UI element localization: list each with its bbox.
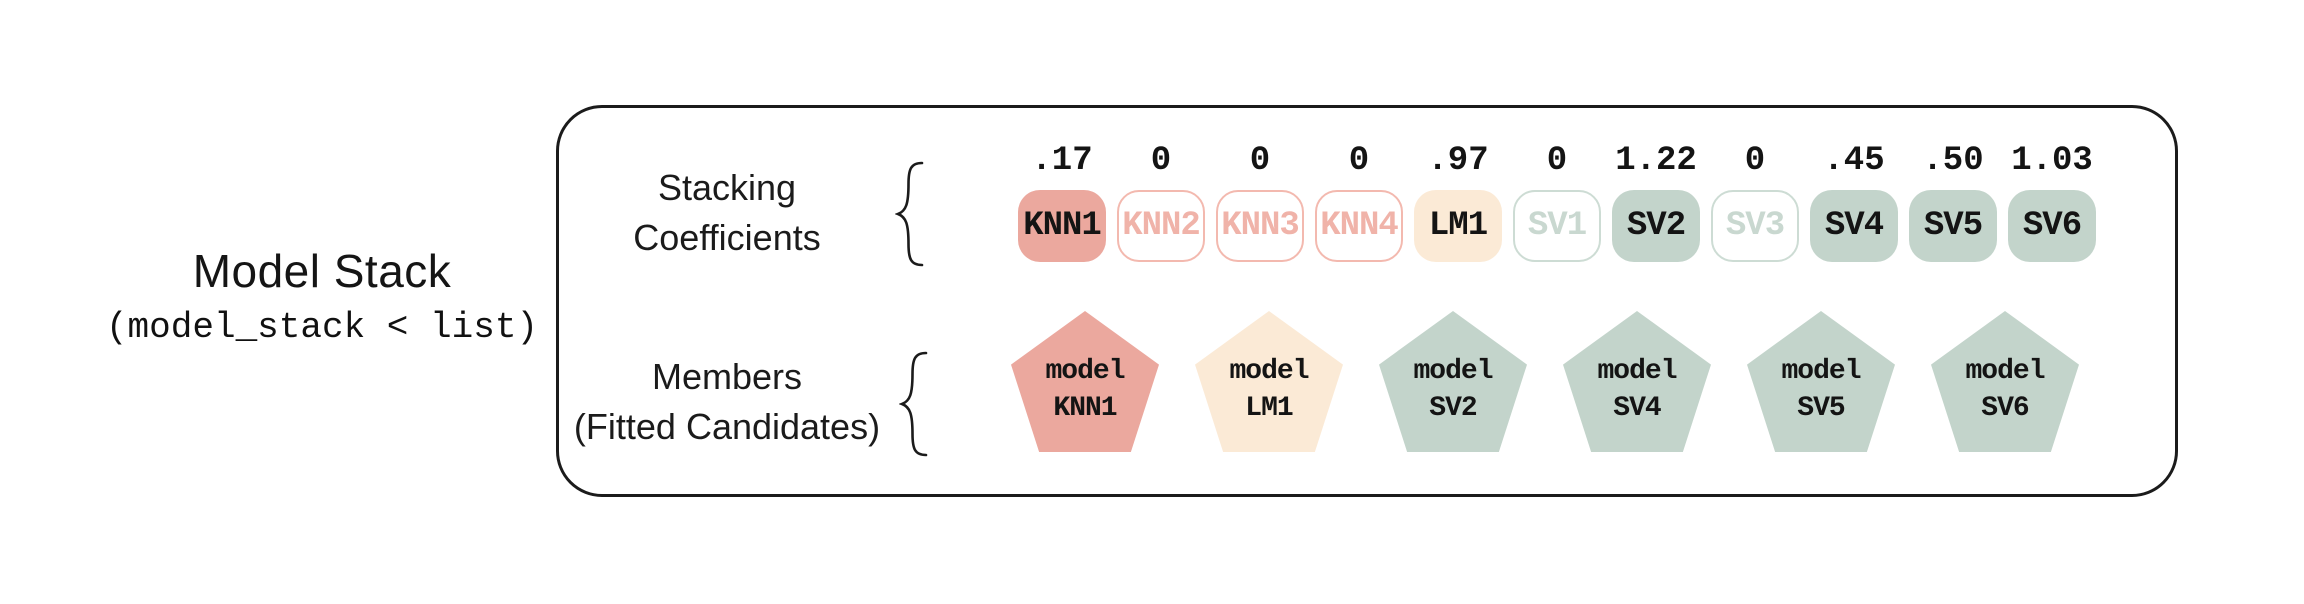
coefficient-column: 0 KNN4	[1315, 132, 1403, 262]
curly-brace-icon	[899, 350, 929, 458]
coefficient-value: .17	[1031, 142, 1093, 180]
member-pentagon: model LM1	[1195, 311, 1343, 452]
member-pentagon: model SV2	[1379, 311, 1527, 452]
member-label-line2: KNN1	[1053, 392, 1117, 424]
member-label-line2: SV2	[1429, 392, 1477, 424]
stacking-coefficients-label-line1: Stacking	[657, 167, 797, 208]
model-stack-code: (model_stack < list)	[105, 307, 539, 348]
model-stack-panel: Stacking Coefficients .17 KNN1 0 KNN2 0 …	[556, 105, 2178, 497]
member-label-line1: model	[1965, 355, 2045, 387]
stacking-coefficients-label-line2: Coefficients	[633, 217, 821, 258]
coefficient-badge: KNN3	[1216, 190, 1304, 262]
coefficient-value: .97	[1427, 142, 1489, 180]
coefficient-column: 0 KNN2	[1117, 132, 1205, 262]
coefficient-value: 0	[1348, 142, 1370, 180]
coefficient-badge: SV3	[1711, 190, 1799, 262]
member-label-line1: model	[1413, 355, 1493, 387]
coefficient-value: 0	[1249, 142, 1271, 180]
coefficient-badge: SV4	[1810, 190, 1898, 262]
member-pentagon: model SV5	[1747, 311, 1895, 452]
coefficient-value: 0	[1546, 142, 1568, 180]
coefficient-value: 0	[1150, 142, 1172, 180]
coefficient-column: 0 KNN3	[1216, 132, 1304, 262]
model-stack-title: Model Stack	[192, 245, 452, 297]
members-label-line1: Members	[651, 356, 803, 397]
stacking-coefficients-label: Stacking Coefficients	[561, 163, 893, 263]
coefficient-badge: KNN1	[1018, 190, 1106, 262]
coefficient-badge: SV2	[1612, 190, 1700, 262]
coefficient-value: .45	[1823, 142, 1885, 180]
curly-brace-icon	[895, 160, 925, 268]
member-pentagon: model SV4	[1563, 311, 1711, 452]
member-label-line1: model	[1597, 355, 1677, 387]
coefficient-value: .50	[1922, 142, 1984, 180]
coefficient-value: 0	[1744, 142, 1766, 180]
coefficient-column: 1.22 SV2	[1612, 132, 1700, 262]
member-label-line2: SV4	[1613, 392, 1661, 424]
coefficient-badge: SV6	[2008, 190, 2096, 262]
member-pentagon: model SV6	[1931, 311, 2079, 452]
coefficient-column: .45 SV4	[1810, 132, 1898, 262]
coefficient-badge: KNN2	[1117, 190, 1205, 262]
coefficient-column: 0 SV3	[1711, 132, 1799, 262]
member-label-line2: SV6	[1981, 392, 2029, 424]
coefficient-column: .97 LM1	[1414, 132, 1502, 262]
coefficient-column: .50 SV5	[1909, 132, 1997, 262]
coefficients-row: .17 KNN1 0 KNN2 0 KNN3 0 KNN4 .97 LM1 0 …	[1018, 132, 2096, 262]
coefficient-column: 0 SV1	[1513, 132, 1601, 262]
members-row: model KNN1 model LM1 model SV2 model SV4…	[1011, 311, 2079, 452]
member-label-line1: model	[1781, 355, 1861, 387]
coefficient-badge: KNN4	[1315, 190, 1403, 262]
member-label-line2: LM1	[1245, 392, 1293, 424]
coefficient-badge: SV1	[1513, 190, 1601, 262]
model-stack-caption: Model Stack (model_stack < list)	[60, 244, 584, 350]
coefficient-column: .17 KNN1	[1018, 132, 1106, 262]
member-label-line2: SV5	[1797, 392, 1845, 424]
member-pentagon: model KNN1	[1011, 311, 1159, 452]
coefficient-value: 1.03	[2011, 142, 2093, 180]
members-label: Members (Fitted Candidates)	[561, 352, 893, 452]
coefficient-value: 1.22	[1615, 142, 1697, 180]
coefficient-badge: SV5	[1909, 190, 1997, 262]
coefficient-badge: LM1	[1414, 190, 1502, 262]
member-label-line1: model	[1229, 355, 1309, 387]
coefficient-column: 1.03 SV6	[2008, 132, 2096, 262]
members-label-line2: (Fitted Candidates)	[573, 406, 881, 447]
member-label-line1: model	[1045, 355, 1125, 387]
